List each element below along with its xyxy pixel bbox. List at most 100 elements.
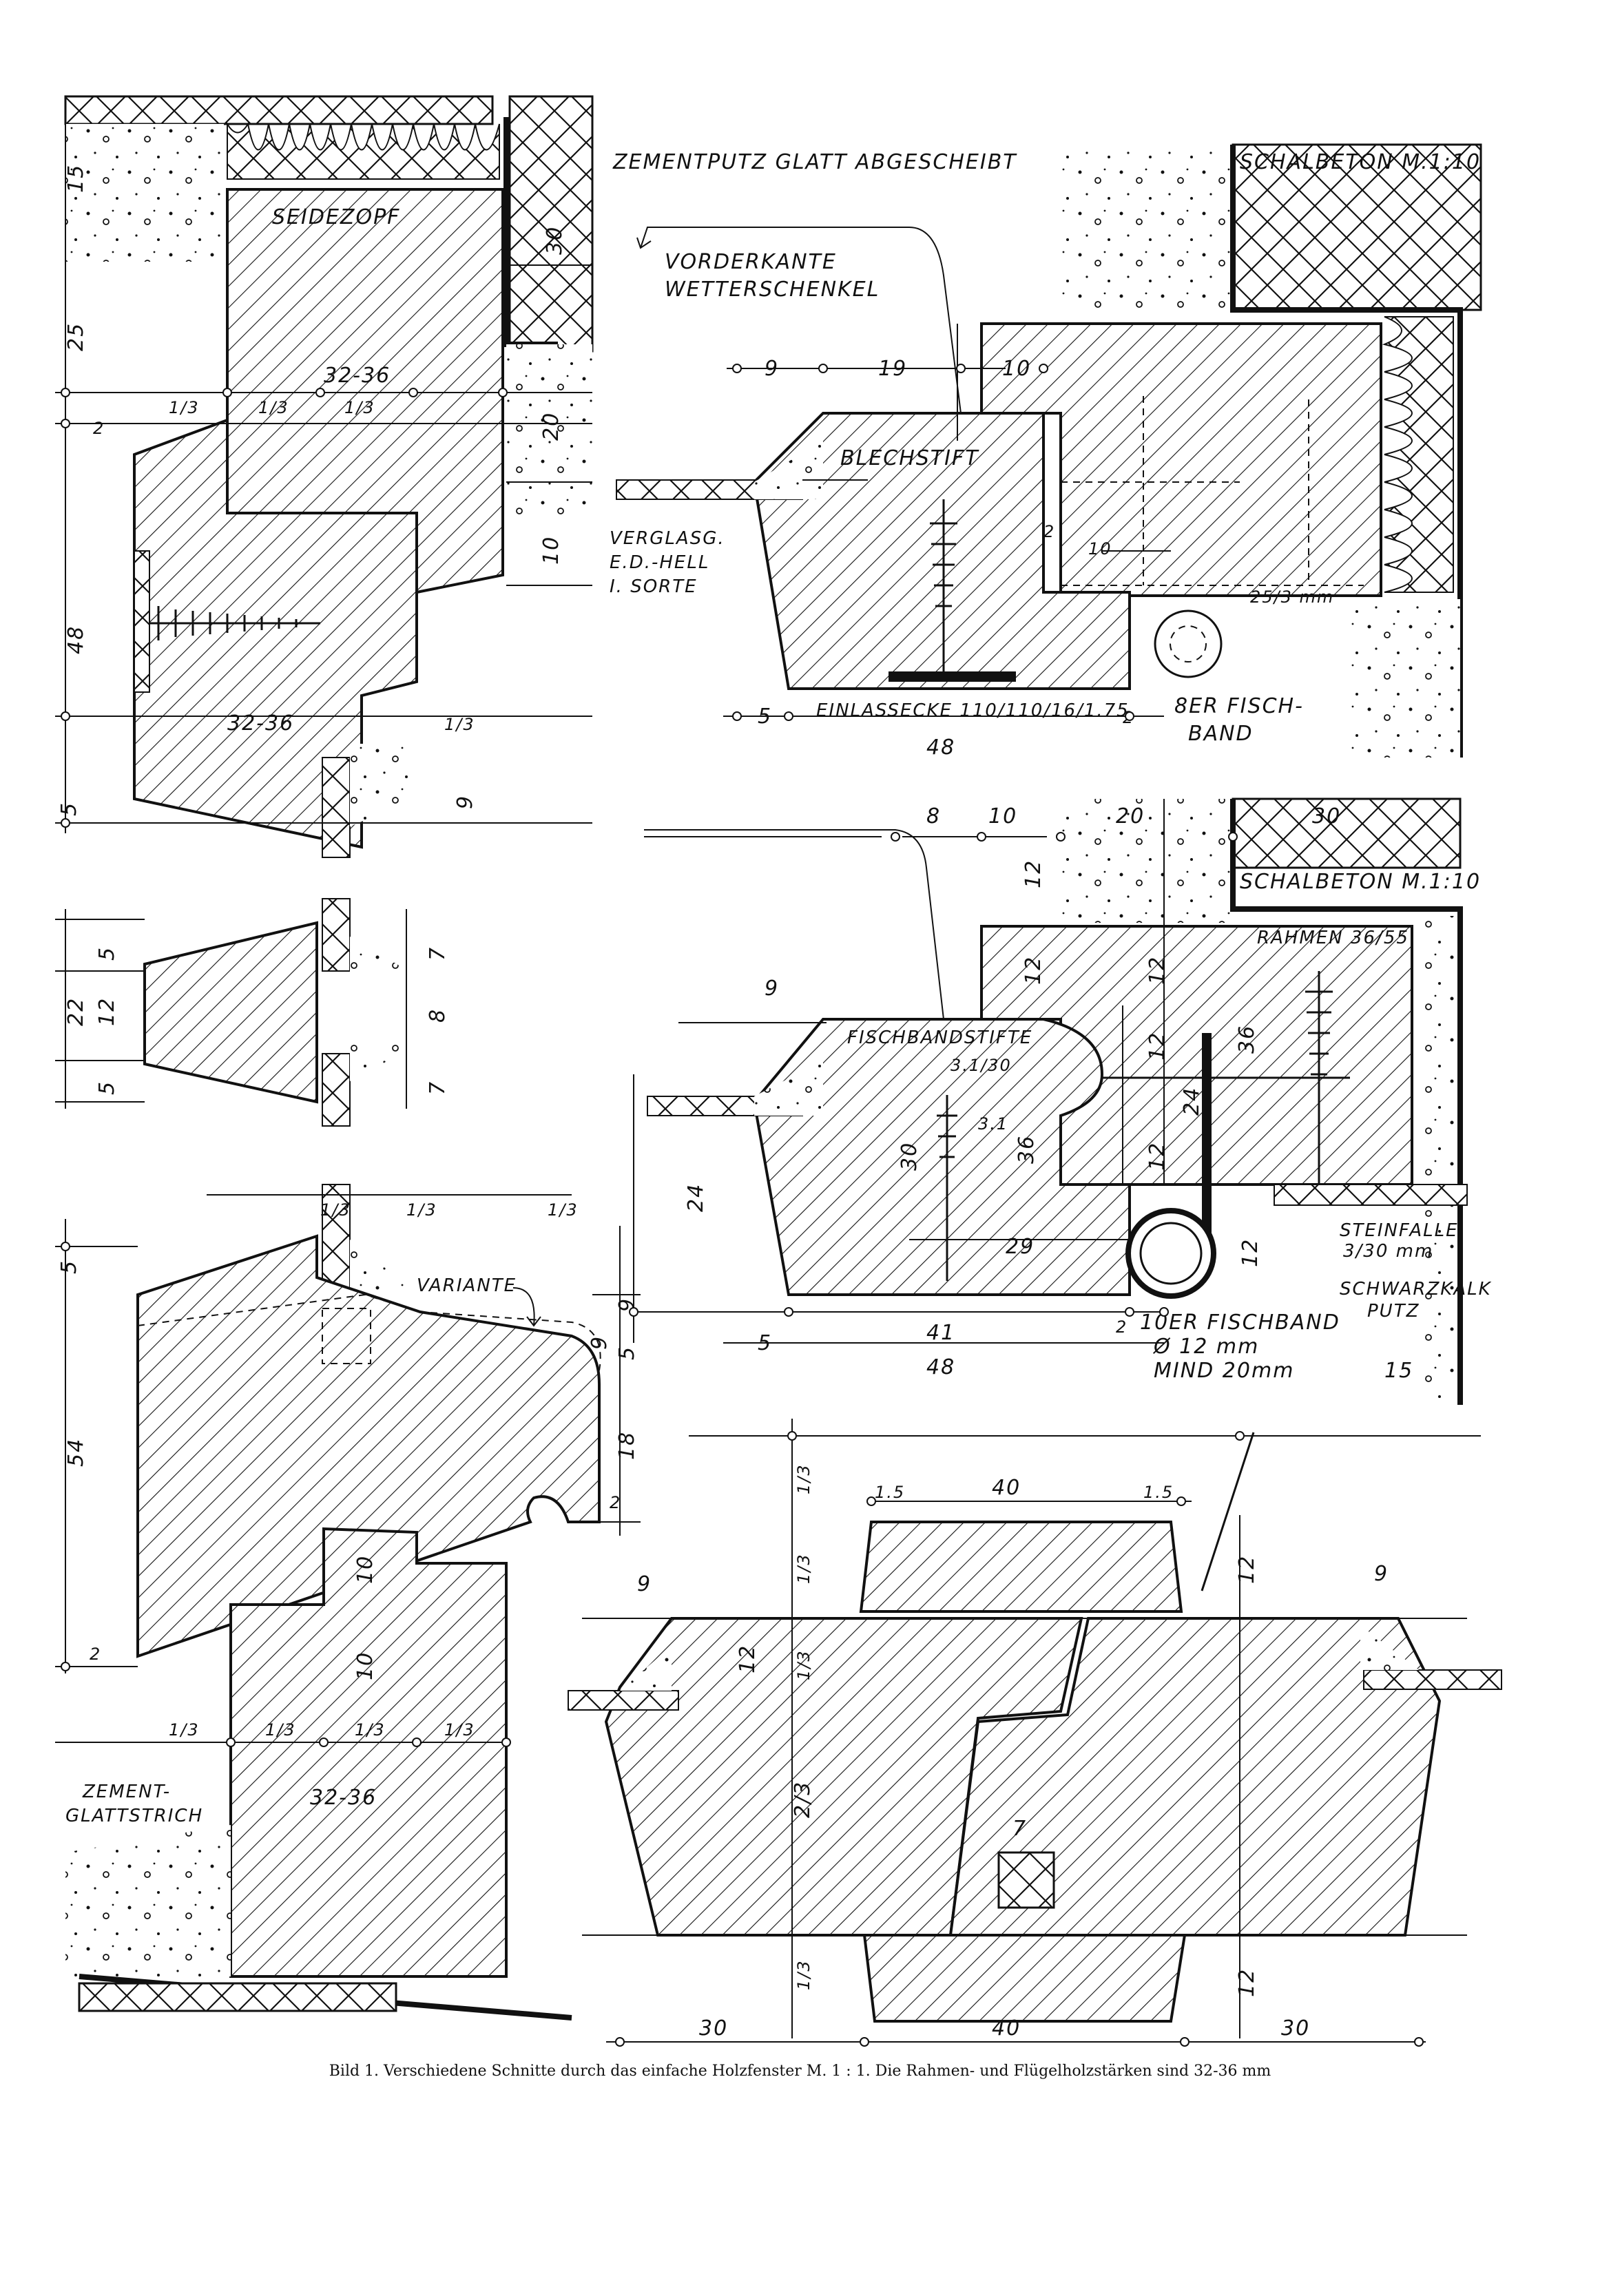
label-verglasg-3: I. SORTE: [610, 576, 698, 597]
variante-arrow: [512, 1287, 541, 1327]
dim-2-middle: 2: [1116, 1317, 1128, 1337]
label-verglasg-2: E.D.-HELL: [610, 552, 709, 573]
dim-5-lower: 5: [95, 1081, 119, 1095]
dim-15-middle: 15: [1384, 1359, 1413, 1383]
dim-fischbandstifte: 3.1/30: [950, 1056, 1012, 1075]
label-einlassecke: EINLASSECKE 110/110/16/1.75: [816, 700, 1130, 721]
floor-screed: [65, 1825, 231, 1976]
render-right: [506, 344, 592, 516]
dim-9-mullion-right: 9: [1374, 1562, 1389, 1586]
dim-7-upper: 7: [426, 946, 450, 961]
dim-third-8: 1/3: [169, 1720, 200, 1740]
dim-20-left: 20: [539, 412, 563, 441]
concrete-lintel-crosshatch: [508, 95, 594, 353]
dim-third-3: 1/3: [344, 398, 375, 417]
dim-12-mullion-left: 12: [736, 1645, 760, 1673]
section-mullion: 40 1.5 1.5 1/3 1/3 12 9 9 12 1/3 2/3 7 1…: [568, 1419, 1502, 2043]
label-schwarzkalk-2: PUTZ: [1367, 1301, 1420, 1322]
label-schalbeton-mid: SCHALBETON M.1:10: [1240, 870, 1481, 894]
dim-12-mullion-top: 12: [1235, 1555, 1259, 1584]
dim-12-middle-a: 12: [1021, 956, 1046, 985]
dim-20-middle: 20: [1116, 804, 1145, 828]
dim-5-left: 5: [57, 802, 81, 816]
dim-22: 22: [64, 997, 88, 1026]
seal-right-top: [1382, 316, 1454, 593]
dim-48-right-top: 48: [926, 735, 955, 760]
dim-5-sill-right: 5: [615, 1346, 639, 1360]
dim-third-9: 1/3: [265, 1720, 296, 1740]
mullion-cover-bottom: [862, 1934, 1187, 2023]
dim-third-14: 1/3: [794, 1649, 813, 1680]
dim-25-3: 25/3 mm: [1250, 587, 1334, 607]
dim-10-left: 10: [539, 536, 563, 565]
dim-3-1: 3.1: [978, 1114, 1008, 1134]
putty-mullion-right: [1360, 1625, 1419, 1670]
dim-lines-right-top: [723, 324, 1171, 717]
dim-5-upper: 5: [95, 946, 119, 961]
fischbandstift-pin: [937, 1095, 957, 1281]
putty-upper: [350, 937, 420, 978]
putty-middle: [754, 1061, 823, 1116]
dim-30-middle-v: 30: [897, 1142, 922, 1171]
variante-outline: [137, 1293, 601, 1371]
vorderkante-leader: [636, 227, 962, 414]
label-schwarzkalk-1: SCHWARZKALK: [1340, 1279, 1492, 1300]
dim-lines-glazing-bar: [55, 909, 407, 1109]
render-right-top: [1061, 145, 1233, 310]
label-vorderkante-1: VORDERKANTE: [665, 250, 837, 274]
sill-frame-profile: [229, 1527, 508, 1978]
dim-2-sill: 2: [610, 1493, 621, 1512]
dim-third-4: 1/3: [444, 715, 475, 734]
dim-12-middle-c: 12: [1145, 1032, 1170, 1061]
section-bottom-sill: 1/3 1/3 1/3 5 9 5 9 54 18 2 VARIANTE 10 …: [55, 1184, 641, 2021]
dim-third-11: 1/3: [444, 1720, 475, 1740]
dim-10-sill-b: 10: [353, 1651, 377, 1680]
glazing-mullion-left: [568, 1690, 679, 1711]
dim-12-glazing: 12: [95, 997, 119, 1026]
dim-40-bottom: 40: [992, 2016, 1021, 2041]
schwarzkalk-render: [1419, 916, 1457, 1405]
dim-third-6: 1/3: [406, 1200, 437, 1220]
screw-shank: [149, 606, 320, 640]
dim-8-glazing: 8: [426, 1008, 450, 1023]
dim-10-right-top: 10: [1002, 357, 1031, 381]
dim-40-top: 40: [992, 1476, 1021, 1500]
dim-2-sill-left: 2: [90, 1645, 101, 1664]
dim-48-middle: 48: [926, 1355, 955, 1379]
dim-2-top: 2: [93, 419, 105, 438]
fischband-8-circle: [1154, 609, 1223, 678]
label-blechstift: BLECHSTIFT: [840, 446, 979, 470]
putty-sill: [350, 1240, 410, 1295]
section-glazing-bar: 22 12 5 5 7 8 7: [55, 898, 450, 1127]
hidden-lines-right-top: [1061, 396, 1364, 586]
mullion-core: [997, 1851, 1055, 1909]
fischband-10-inner: [1139, 1222, 1203, 1285]
label-fischband8-1: 8ER FISCH-: [1174, 694, 1304, 718]
dim-2-3: 2/3: [791, 1781, 815, 1818]
dim-32-36-mid: 32-36: [227, 711, 294, 735]
label-fischbandstifte: FISCHBANDSTIFTE: [847, 1027, 1032, 1048]
putty-right-top: [754, 441, 823, 499]
dim-12-middle-e: 12: [1238, 1238, 1263, 1267]
leader-pin: [644, 829, 944, 1020]
screw-plate: [134, 550, 150, 693]
dim-9-right-top: 9: [765, 357, 779, 381]
section-top-right: ZEMENTPUTZ GLATT ABGESCHEIBT SCHALBETON …: [610, 143, 1482, 760]
dim-24-middle: 24: [1180, 1087, 1204, 1116]
dim-third-15: 1/3: [794, 1959, 813, 1990]
seidezopf-seal: [227, 121, 500, 180]
dim-third-13: 1/3: [794, 1553, 813, 1584]
dim-9-left: 9: [453, 795, 477, 809]
glazing-strip-top: [322, 757, 351, 858]
dim-9-sill-2: 9: [588, 1335, 612, 1350]
band-leaf-vertical: [1202, 1033, 1212, 1233]
figure-caption-text: Bild 1. Verschiedene Schnitte durch das …: [329, 2063, 1271, 2080]
label-fischband10-2: Ø 12 mm: [1152, 1335, 1259, 1359]
dim-36-middle: 36: [1235, 1025, 1259, 1054]
dim-30-middle: 30: [1312, 804, 1341, 828]
dim-30-mullion-right: 30: [1281, 2016, 1310, 2041]
render-middle: [1061, 799, 1233, 923]
mullion-cover-top: [859, 1521, 1183, 1613]
dim-7-lower: 7: [426, 1081, 450, 1095]
